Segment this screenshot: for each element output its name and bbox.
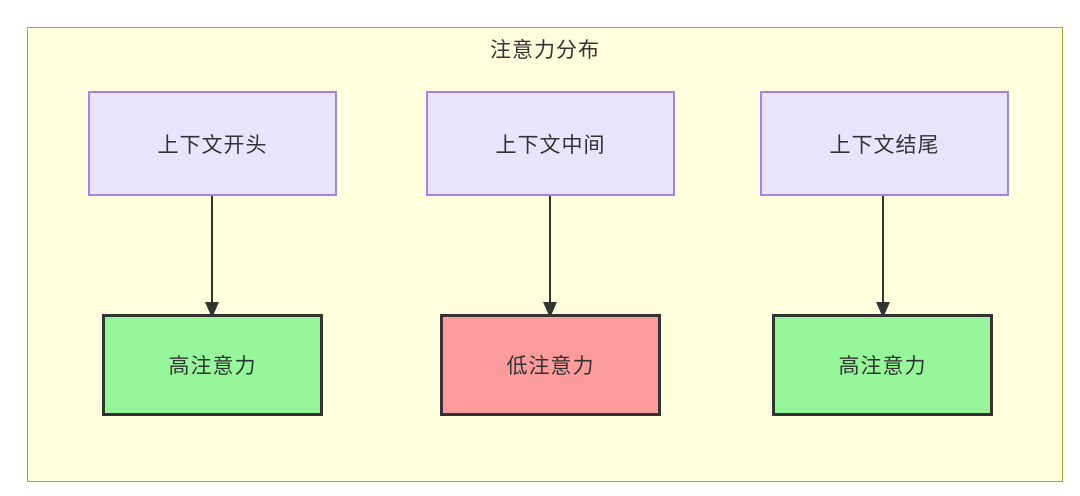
node-label: 上下文结尾 bbox=[829, 133, 940, 157]
node-context-end[interactable]: 上下文结尾 bbox=[760, 91, 1009, 196]
node-attention-low-middle[interactable]: 低注意力 bbox=[440, 314, 661, 416]
node-attention-high-start[interactable]: 高注意力 bbox=[102, 314, 323, 416]
edge-context-start-to-attention-high bbox=[203, 196, 221, 318]
node-label: 上下文中间 bbox=[495, 133, 606, 157]
arrow-down-icon bbox=[543, 196, 557, 318]
arrow-down-icon bbox=[876, 196, 890, 318]
node-label: 低注意力 bbox=[506, 355, 595, 378]
node-context-middle[interactable]: 上下文中间 bbox=[426, 91, 675, 196]
node-label: 高注意力 bbox=[838, 355, 927, 378]
arrow-down-icon bbox=[205, 196, 219, 318]
node-attention-high-end[interactable]: 高注意力 bbox=[772, 314, 993, 416]
node-context-start[interactable]: 上下文开头 bbox=[88, 91, 337, 196]
node-label: 上下文开头 bbox=[157, 133, 268, 157]
node-label: 高注意力 bbox=[168, 355, 257, 378]
subgraph-title: 注意力分布 bbox=[490, 39, 600, 62]
edge-context-middle-to-attention-low bbox=[541, 196, 559, 318]
edge-context-end-to-attention-high bbox=[874, 196, 892, 318]
